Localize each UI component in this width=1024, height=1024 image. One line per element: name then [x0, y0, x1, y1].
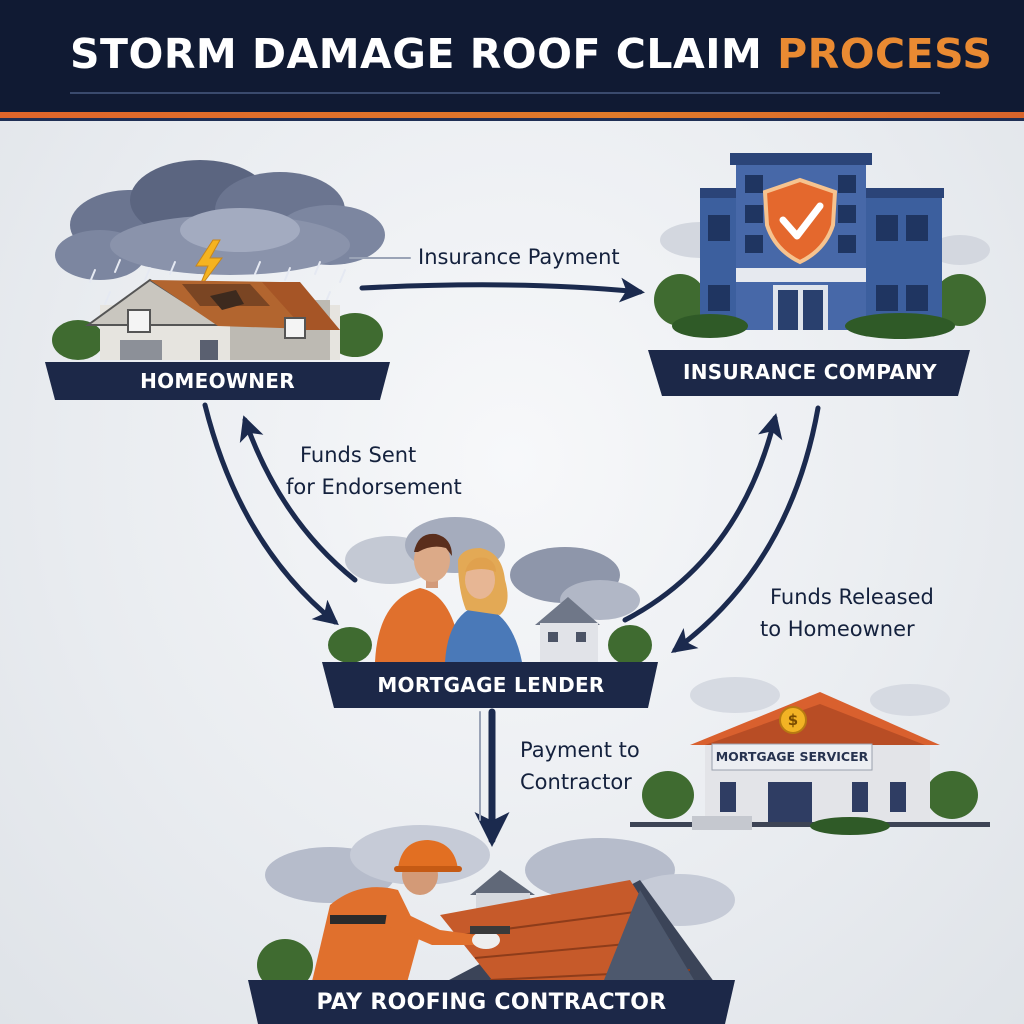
homeowner-label: HOMEOWNER: [55, 369, 380, 393]
distant-house-icon: [470, 870, 535, 895]
roofing-contractor-illustration: [257, 825, 735, 991]
arrow-insurance-payment: [362, 285, 640, 292]
roofing-contractor-label: PAY ROOFING CONTRACTOR: [258, 990, 725, 1015]
label-payment-contractor-2: Contractor: [520, 767, 632, 797]
dollar-icon: $: [785, 709, 801, 731]
mortgage-servicer-sign: MORTGAGE SERVICER: [712, 744, 872, 770]
label-funds-released-1: Funds Released: [770, 582, 934, 612]
label-payment-contractor-1: Payment to: [520, 735, 640, 765]
homeowner-illustration: [52, 160, 385, 360]
arrow-lender-to-insurance: [625, 418, 775, 620]
insurance-company-label: INSURANCE COMPANY: [662, 360, 958, 384]
mortgage-lender-label: MORTGAGE LENDER: [334, 673, 648, 697]
label-insurance-payment: Insurance Payment: [418, 242, 620, 272]
mortgage-lender-illustration: [328, 517, 652, 665]
label-funds-sent-1: Funds Sent: [300, 440, 416, 470]
storm-cloud-icon: [55, 160, 385, 280]
damaged-house-icon: [88, 280, 340, 360]
arrow-homeowner-to-lender: [205, 405, 335, 622]
label-funds-sent-2: for Endorsement: [286, 472, 462, 502]
insurance-building-illustration: [654, 153, 990, 339]
label-funds-released-2: to Homeowner: [760, 614, 915, 644]
